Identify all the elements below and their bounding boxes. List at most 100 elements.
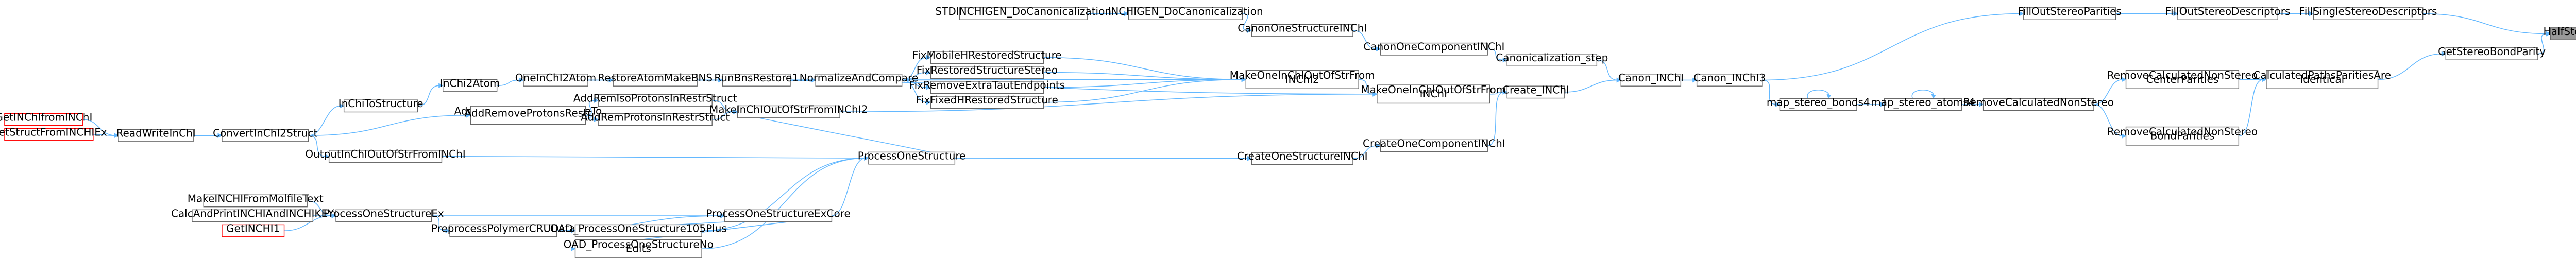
node-normalizeandcompare[interactable]: NormalizeAndCompare [800,72,919,87]
node-addremisoprotonsinrestrstruct[interactable]: AddRemIsoProtonsInRestrStruct [573,92,737,107]
node-makeinchifrommolfiletext[interactable]: MakeINCHIFromMolfileText [188,192,324,208]
node-canononecomponentinchi[interactable]: CanonOneComponentINChI [1363,41,1504,56]
node-label: InChi2Atom [440,77,500,90]
edge-CreateOneStructureINChI-to-CreateOneComponentINChI [1352,143,1381,159]
node-processonestructure[interactable]: ProcessOneStructure [858,150,966,165]
node-label: AddRemoveProtonsRestr [465,107,592,119]
node-label: Identical [2300,73,2344,85]
node-label: ReadWriteInChI [116,127,195,140]
node-createonestructureinchi[interactable]: CreateOneStructureINChI [1237,150,1368,165]
node-fixremoveextratautendpoints[interactable]: FixRemoveExtraTautEndpoints [909,79,1065,94]
node-label: FillOutStereoParities [2018,5,2121,18]
edge-STDINCHIGEN_DoCanonicalization-to-INCHIGEN_DoCanonicalization [1087,11,1129,16]
node-label: RemoveCalculatedNonStereo [1963,96,2114,108]
node-runbnsrestore1[interactable]: RunBnsRestore1 [714,72,799,87]
node-addremoveprotonsrestr[interactable]: AddRemoveProtonsRestr [465,106,592,125]
node-addremprotonsinrestrstruct[interactable]: AddRemProtonsInRestrStruct [581,111,730,126]
node-canon-inchi[interactable]: Canon_INChI [1618,72,1684,87]
node-getstructfrominchiex[interactable]: GetStructFromINCHIEx [0,126,107,141]
node-getstereobondparity[interactable]: GetStereoBondParity [2438,45,2546,60]
edge-RemoveCalculatedNonStereoBondParities-to-CalculatedPathsParitiesAreIdentical [2239,77,2267,137]
edge-NormalizeAndCompare-to-FixFixedHRestoredStructure [902,79,931,105]
node-label: InChiToStructure [338,97,423,110]
node-processonestructureexcore[interactable]: ProcessOneStructureExCore [706,207,851,222]
edge-INCHIGEN_DoCanonicalization-to-CanonOneStructureINChI [1242,13,1252,33]
node-label: AddRemProtonsInRestrStruct [581,111,730,123]
node-oneinchi2atom[interactable]: OneInChI2Atom [515,72,596,87]
node-label: RunBnsRestore1 [714,72,799,84]
node-inchigen-docanonicalization[interactable]: INCHIGEN_DoCanonicalization [1108,5,1263,20]
node-oad-processonestructure105plus[interactable]: OAD_ProcessOneStructure105Plus [550,222,727,237]
edge-FixFixedHRestoredStructure-to-MakeOneInChIOutOfStrFromINChI2 [1043,77,1247,103]
node-readwriteinchi[interactable]: ReadWriteInChI [116,127,196,142]
node-label: MakeOneInChIOutOfStrFrom [1230,69,1375,81]
node-getinchi1[interactable]: GetINCHI1 [222,222,285,237]
node-label: CalculatedPathsParitiesAre [2253,69,2391,81]
node-label: ProcessOneStructureEx [324,207,444,219]
node-label: ProcessOneStructureExCore [706,207,850,219]
edge-MakeInChIOutOfStrFromINChI2-to-MakeOneInChIOutOfStrFromINChI [840,91,1378,112]
node-map-stereo-bonds4[interactable]: map_stereo_bonds4 [1767,96,1870,111]
node-label: FixFixedHRestoredStructure [916,94,1058,106]
node-makeinchioutofstrfrominchi2[interactable]: MakeInChIOutOfStrFromINChI2 [709,103,868,118]
node-inchi2atom[interactable]: InChi2Atom [440,77,500,92]
node-preprocesspolymercrudata[interactable]: PreprocessPolymerCRUData [431,222,575,237]
node-removecalculatednonstereo[interactable]: RemoveCalculatedNonStereo [1963,96,2114,111]
edge-Canon_INChI3-to-FillOutStereoParities [1762,11,2024,81]
edge-map_stereo_atoms4-to-map_stereo_atoms4 [1911,90,1936,99]
edge-Canon_INChI-to-Canon_INChI3 [1681,77,1698,83]
node-create-inchi[interactable]: Create_INChI [1502,83,1569,99]
edge-FillOutStereoParities-to-FillOutStereoDescriptors [2115,11,2179,16]
edge-CalculatedPathsParitiesAreIdentical-to-GetStereoBondParity [2378,51,2447,80]
node-label: Canon_INChI [1618,72,1684,84]
edge-FillOutStereoDescriptors-to-FillSingleStereoDescriptors [2278,11,2314,16]
node-canononestructureinchi[interactable]: CanonOneStructureINChI [1238,22,1367,37]
edge-GetStructFromINCHIEx-to-ReadWriteInChI [93,133,120,138]
node-inchitostructure[interactable]: InChiToStructure [338,97,423,113]
node-label: FillSingleStereoDescriptors [2299,5,2437,18]
node-restoreatommakebns[interactable]: RestoreAtomMakeBNS [598,72,713,87]
node-fillsinglestereodescriptors[interactable]: FillSingleStereoDescriptors [2299,5,2437,20]
node-calcandprintinchiandinchikey[interactable]: CalcAndPrintINCHIAndINCHIKEY [171,207,334,222]
node-label: HalfStereoBondParity [2544,25,2576,38]
node-filloutstereodescriptors[interactable]: FillOutStereoDescriptors [2165,5,2290,20]
node-fixmobilehrestoredstructure[interactable]: FixMobileHRestoredStructure [912,49,1062,64]
node-fixfixedhrestoredstructure[interactable]: FixFixedHRestoredStructure [916,94,1058,109]
node-getinchifrominchi[interactable]: GetINChIfromINChI [0,111,92,126]
node-label: OneInChI2Atom [515,72,596,84]
node-label: AddRemIsoProtonsInRestrStruct [573,92,737,105]
node-fixrestoredstructurestereo[interactable]: FixRestoredStructureStereo [917,64,1058,79]
node-createonecomponentinchi[interactable]: CreateOneComponentINChI [1363,137,1505,152]
node-halfstereobondparity[interactable]: HalfStereoBondParity [2544,25,2576,40]
node-label: CreateOneStructureINChI [1237,150,1368,162]
node-stdinchigen-docanonicalization[interactable]: STDINCHIGEN_DoCanonicalization [935,5,1111,20]
node-label: RemoveCalculatedNonStereo [2107,69,2258,81]
node-map-stereo-atoms4[interactable]: map_stereo_atoms4 [1871,96,1975,111]
node-label: CreateOneComponentINChI [1363,137,1505,149]
node-canon-inchi3[interactable]: Canon_INChI3 [1693,72,1766,87]
node-label: GetStructFromINCHIEx [0,126,107,138]
node-label: OutputInChIOutOfStrFromINChI [305,148,465,160]
edge-map_stereo_bonds4-to-map_stereo_atoms4 [1857,102,1885,107]
node-convertinchi2struct[interactable]: ConvertInChI2Struct [213,127,317,142]
node-canonicalization-step[interactable]: Canonicalization_step [1496,51,1608,66]
edge-Canon_INChI3-to-map_stereo_bonds4 [1762,79,1781,107]
edge-RemoveCalculatedNonStereo-to-RemoveCalculatedNonStereoCenterParities [2093,77,2127,105]
edge-RemoveCalculatedNonStereo-to-RemoveCalculatedNonStereoBondParities [2093,104,2127,139]
node-label: NormalizeAndCompare [800,72,919,84]
node-label: GetINCHI1 [226,222,280,234]
node-label: FixMobileHRestoredStructure [912,49,1062,61]
node-label: Create_INChI [1502,83,1569,96]
node-processonestructureex[interactable]: ProcessOneStructureEx [324,207,444,222]
edge-Create_INChI-to-Canon_INChI [1564,77,1622,93]
node-filloutstereoparities[interactable]: FillOutStereoParities [2018,5,2122,20]
node-outputinchioutofstrfrominchi[interactable]: OutputInChIOutOfStrFromINChI [305,148,466,163]
node-label: GetINChIfromINChI [0,111,92,123]
node-label: MakeInChIOutOfStrFromINChI2 [709,103,868,116]
